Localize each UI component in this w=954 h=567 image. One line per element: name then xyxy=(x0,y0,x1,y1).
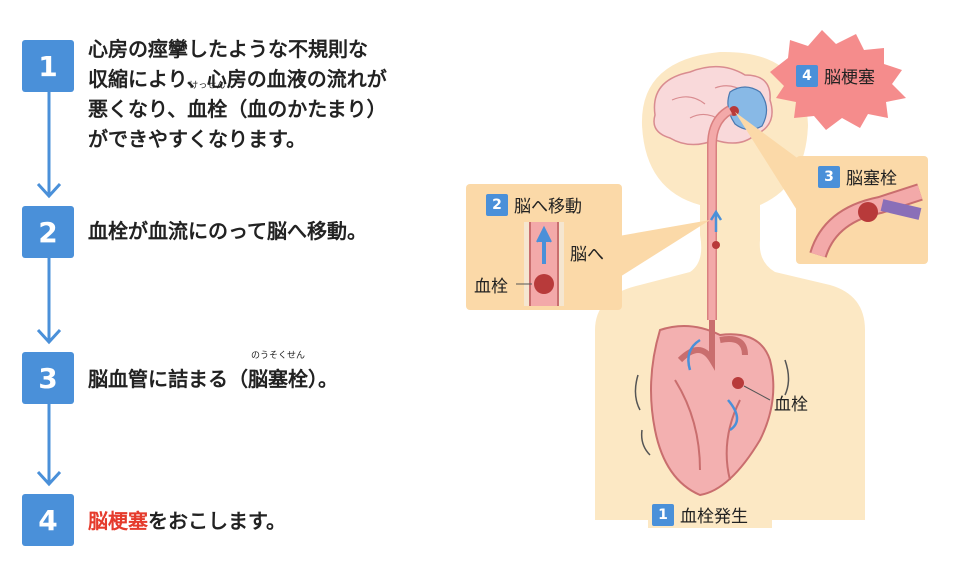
infarct-burst xyxy=(770,30,906,130)
heart xyxy=(650,325,775,497)
step-1-text: 心房の痙攣したような不規則な 収縮により、心房の血液の流れが 悪くなり、けっせん… xyxy=(88,37,387,151)
clot-label-heart: 血栓 xyxy=(774,395,808,415)
step-4-text: 脳梗塞をおこします。 xyxy=(88,509,286,533)
step-2-badge: 2 xyxy=(22,206,74,258)
step-3-badge: 3 xyxy=(22,352,74,404)
down-arrow-icon xyxy=(36,258,62,345)
step-1-badge: 1 xyxy=(22,40,74,92)
clot-in-artery xyxy=(712,241,720,249)
clot-label-callout: 血栓 xyxy=(474,277,508,297)
step-3-text: 脳血管に詰まる（のうそくせん脳塞栓）。 xyxy=(88,351,338,391)
down-arrow-icon xyxy=(36,404,62,487)
clot-in-heart xyxy=(732,377,744,389)
to-brain-label: 脳へ xyxy=(570,245,604,265)
step-2-text: 血栓が血流にのって脳へ移動。 xyxy=(88,219,367,243)
down-arrow-icon xyxy=(36,92,62,199)
step-4-badge: 4 xyxy=(22,494,74,546)
